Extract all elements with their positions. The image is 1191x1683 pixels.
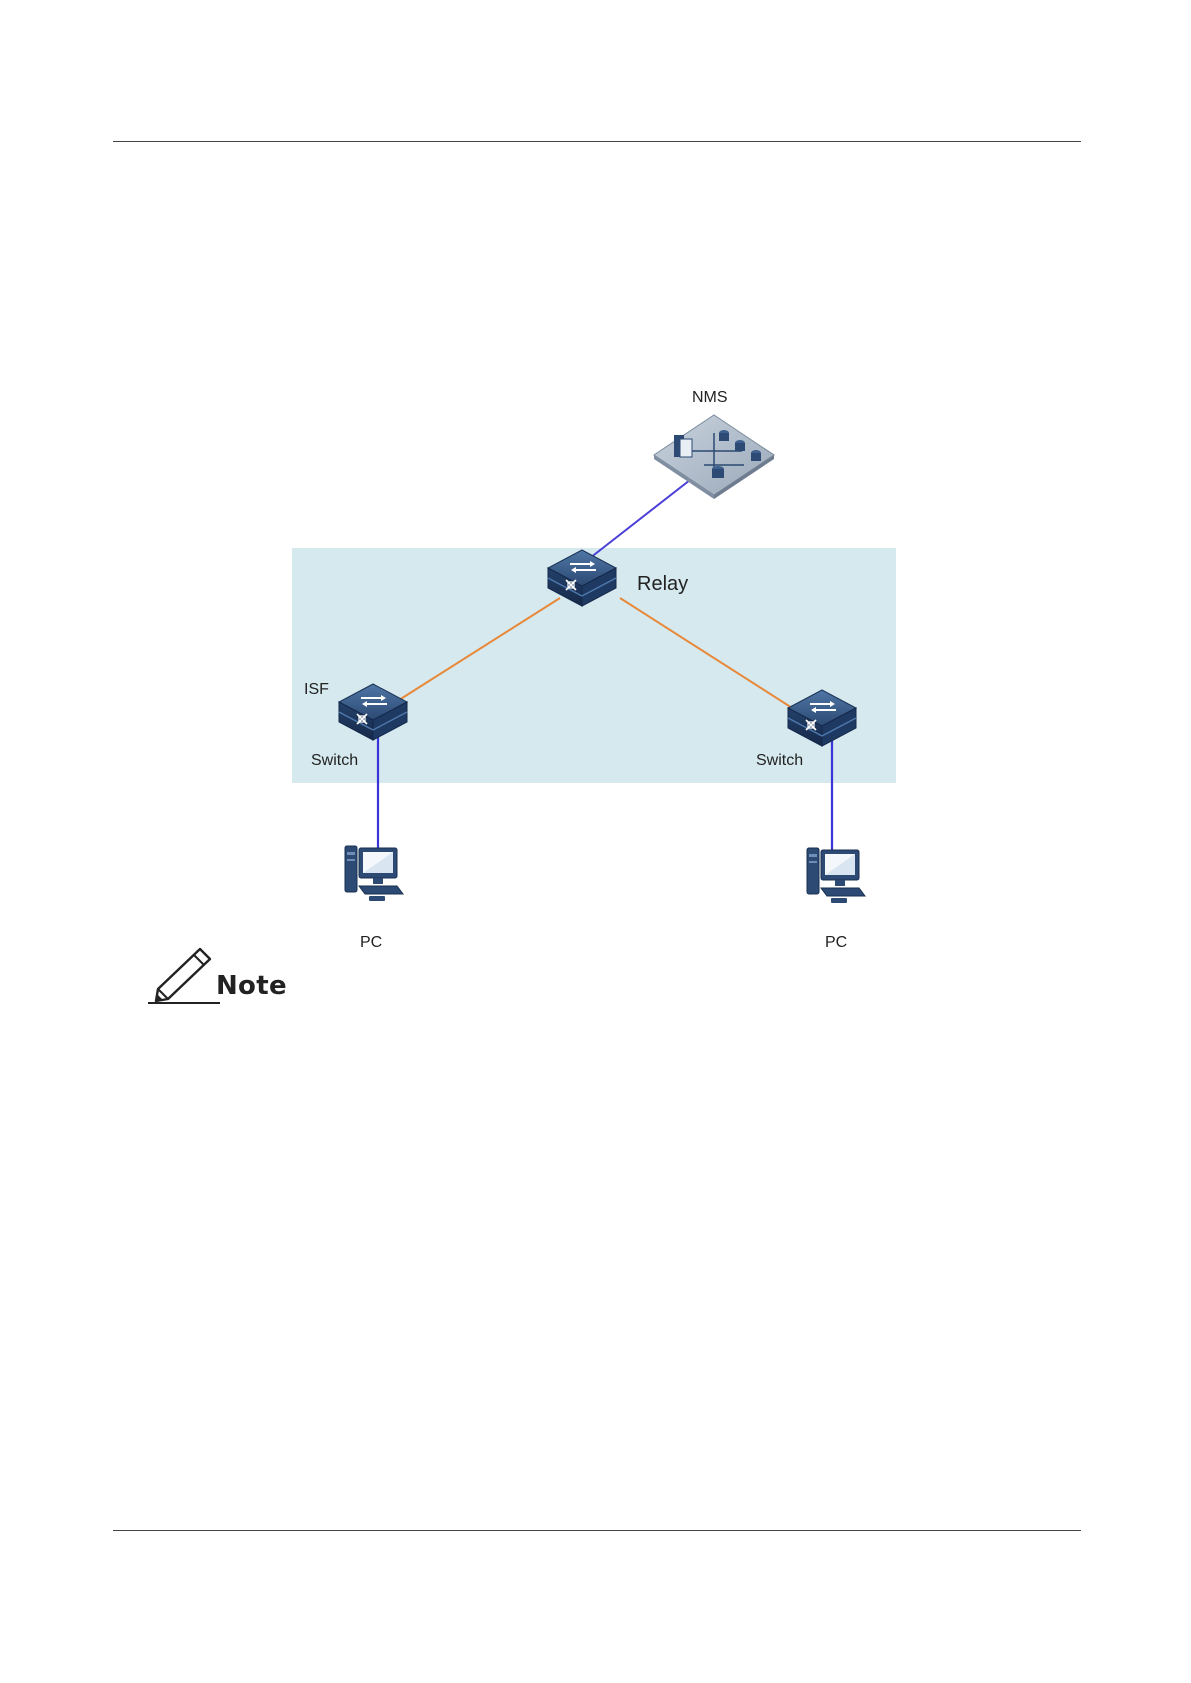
note-callout: Note	[144, 945, 294, 1007]
link-nms-relay	[590, 480, 690, 558]
footer-rule	[113, 1530, 1081, 1531]
pc-left-icon	[345, 846, 403, 901]
nms-server-icon	[654, 415, 774, 499]
isf-label: ISF	[304, 681, 329, 699]
switch-left-label: Switch	[311, 752, 358, 770]
nms-label: NMS	[692, 389, 728, 407]
pc-left-label: PC	[360, 934, 382, 952]
switch-right-label: Switch	[756, 752, 803, 770]
note-label: Note	[216, 971, 287, 1001]
pc-right-icon	[807, 848, 865, 903]
pencil-icon	[144, 945, 224, 1007]
relay-label: Relay	[637, 573, 688, 596]
pc-right-label: PC	[825, 934, 847, 952]
